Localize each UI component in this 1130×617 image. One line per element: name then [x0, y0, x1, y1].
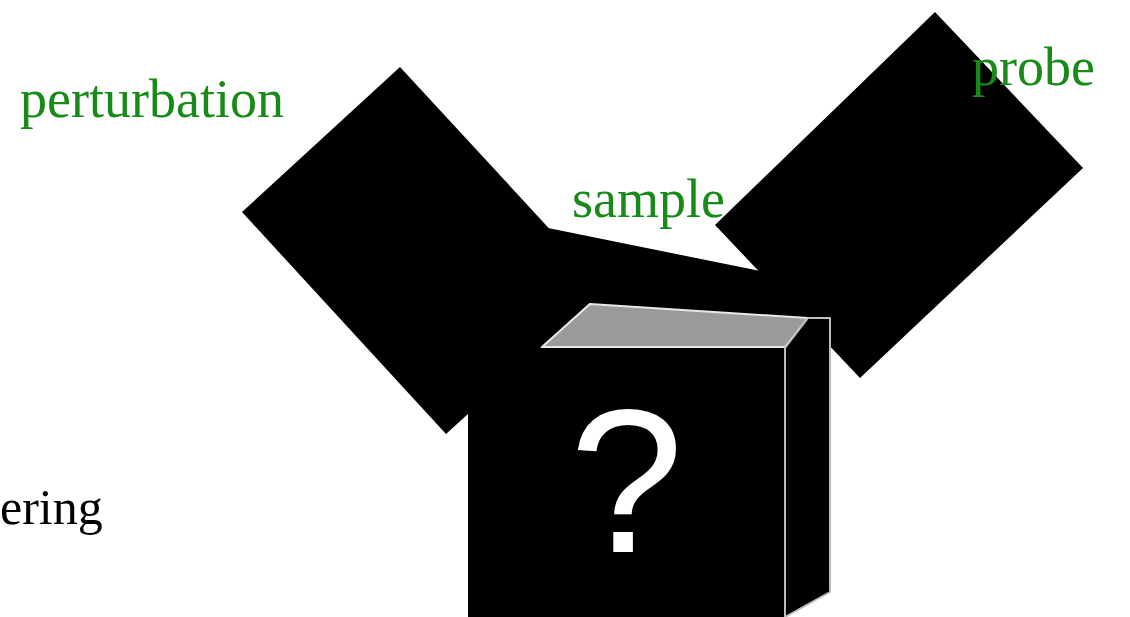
shape-face: [468, 348, 785, 617]
sample-cube: ?: [468, 228, 830, 617]
cut-label: ering: [0, 482, 103, 532]
shape-face: [542, 304, 808, 347]
node-label: perturbation: [20, 72, 284, 126]
sample-label: sample: [572, 172, 725, 226]
question-mark: ?: [468, 360, 785, 600]
node-label: probe: [972, 40, 1095, 94]
shape-face: [785, 318, 830, 617]
